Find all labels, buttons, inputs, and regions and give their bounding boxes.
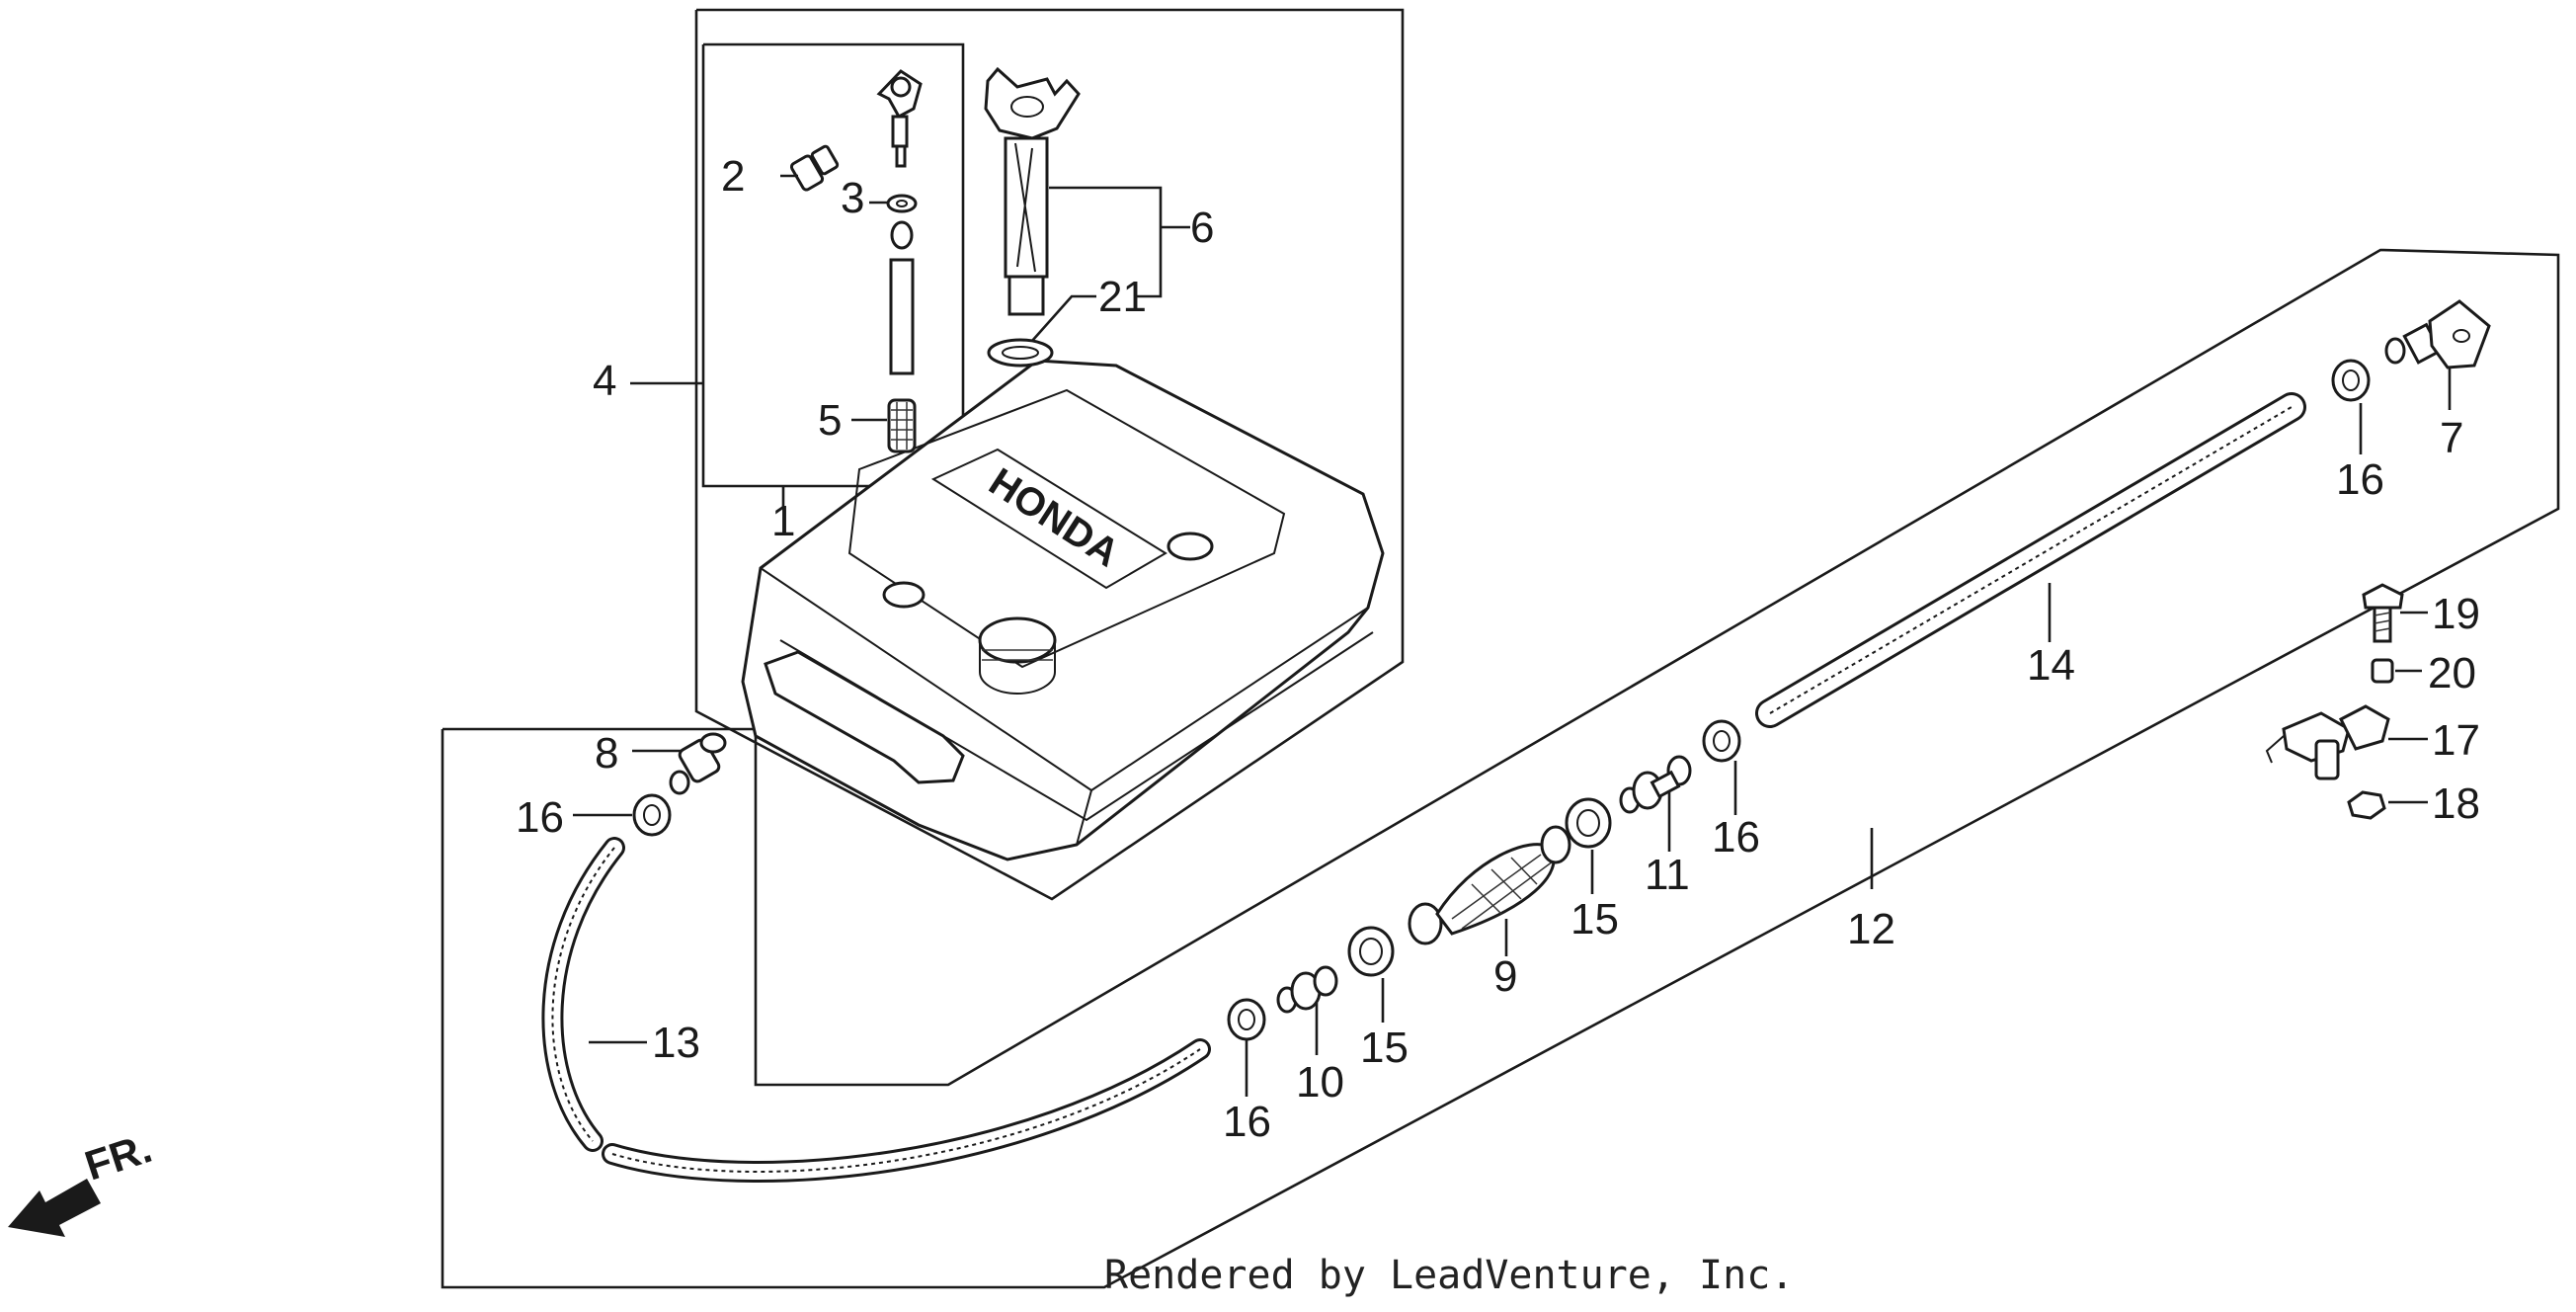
callout-11: 11: [1645, 851, 1690, 899]
callout-19: 19: [2432, 590, 2480, 638]
part-16-collar-c: [1702, 719, 1741, 763]
part-nut: [890, 220, 914, 250]
callout-15-a: 15: [1360, 1024, 1409, 1072]
callout-6: 6: [1190, 204, 1214, 252]
part-16-collar-a: [632, 793, 672, 837]
callout-13: 13: [652, 1019, 700, 1067]
part-14-fuel-tube: [1755, 392, 2306, 728]
callout-16-d: 16: [2336, 455, 2384, 504]
callout-7: 7: [2440, 414, 2463, 462]
part-o-ring: [669, 770, 690, 795]
callout-18: 18: [2432, 779, 2480, 828]
part-3-washer: [886, 194, 918, 213]
leader-lines: [573, 174, 2452, 1097]
hose-assembly-boundary: [441, 248, 2560, 1289]
callout-9: 9: [1493, 952, 1517, 1001]
part-13-fuel-hose: [541, 837, 1211, 1183]
forward-arrow: FR.: [8, 1124, 157, 1237]
part-16-collar-b: [1227, 998, 1266, 1041]
part-21-packing: [987, 338, 1054, 368]
part-9-primer-bulb: [1408, 825, 1571, 945]
callout-8: 8: [595, 729, 618, 778]
callout-15-b: 15: [1570, 895, 1619, 943]
part-6-fuel-gauge: [984, 66, 1081, 316]
part-15-collar-b: [1565, 797, 1612, 849]
part-18-nut: [2347, 790, 2386, 820]
forward-label: FR.: [79, 1124, 157, 1189]
part-17-fuel-cock: [2265, 704, 2390, 780]
part-15-collar-a: [1347, 926, 1395, 977]
callout-14: 14: [2027, 641, 2075, 690]
callout-10: 10: [1296, 1058, 1344, 1107]
callout-labels: 2 3 4 5 6 21 1 8 16 13 16 10 15 9 15 11 …: [516, 152, 2480, 1146]
part-19-bolt: [2362, 583, 2404, 643]
callout-20: 20: [2428, 649, 2476, 697]
part-20-collar: [2371, 658, 2394, 684]
part-pickup-tube: [889, 258, 915, 375]
callout-16-a: 16: [516, 793, 564, 842]
part-8-joint: [678, 732, 727, 783]
callout-16-b: 16: [1223, 1098, 1271, 1146]
forward-arrow-icon: [8, 1179, 101, 1237]
callout-1: 1: [771, 497, 795, 545]
fuel-tank: HONDA: [741, 359, 1385, 861]
callout-2: 2: [721, 152, 745, 201]
part-10-check-valve: [1276, 965, 1338, 1014]
render-credit: Rendered by LeadVenture, Inc.: [1104, 1253, 1795, 1298]
part-16-collar-d: [2331, 359, 2371, 402]
callout-16-c: 16: [1712, 813, 1760, 861]
part-7-connector: [2384, 299, 2491, 369]
callout-5: 5: [818, 396, 842, 445]
callout-21: 21: [1098, 273, 1147, 321]
callout-17: 17: [2432, 716, 2480, 765]
callout-4: 4: [593, 357, 616, 405]
part-11-check-valve: [1619, 755, 1692, 814]
tank-assembly-boundary: [694, 8, 1405, 901]
part-vent-knob: [876, 69, 923, 168]
part-5-strainer: [887, 398, 917, 453]
part-2-vent-fitting: [789, 144, 840, 192]
callout-3: 3: [841, 174, 864, 222]
callout-12: 12: [1847, 905, 1895, 953]
